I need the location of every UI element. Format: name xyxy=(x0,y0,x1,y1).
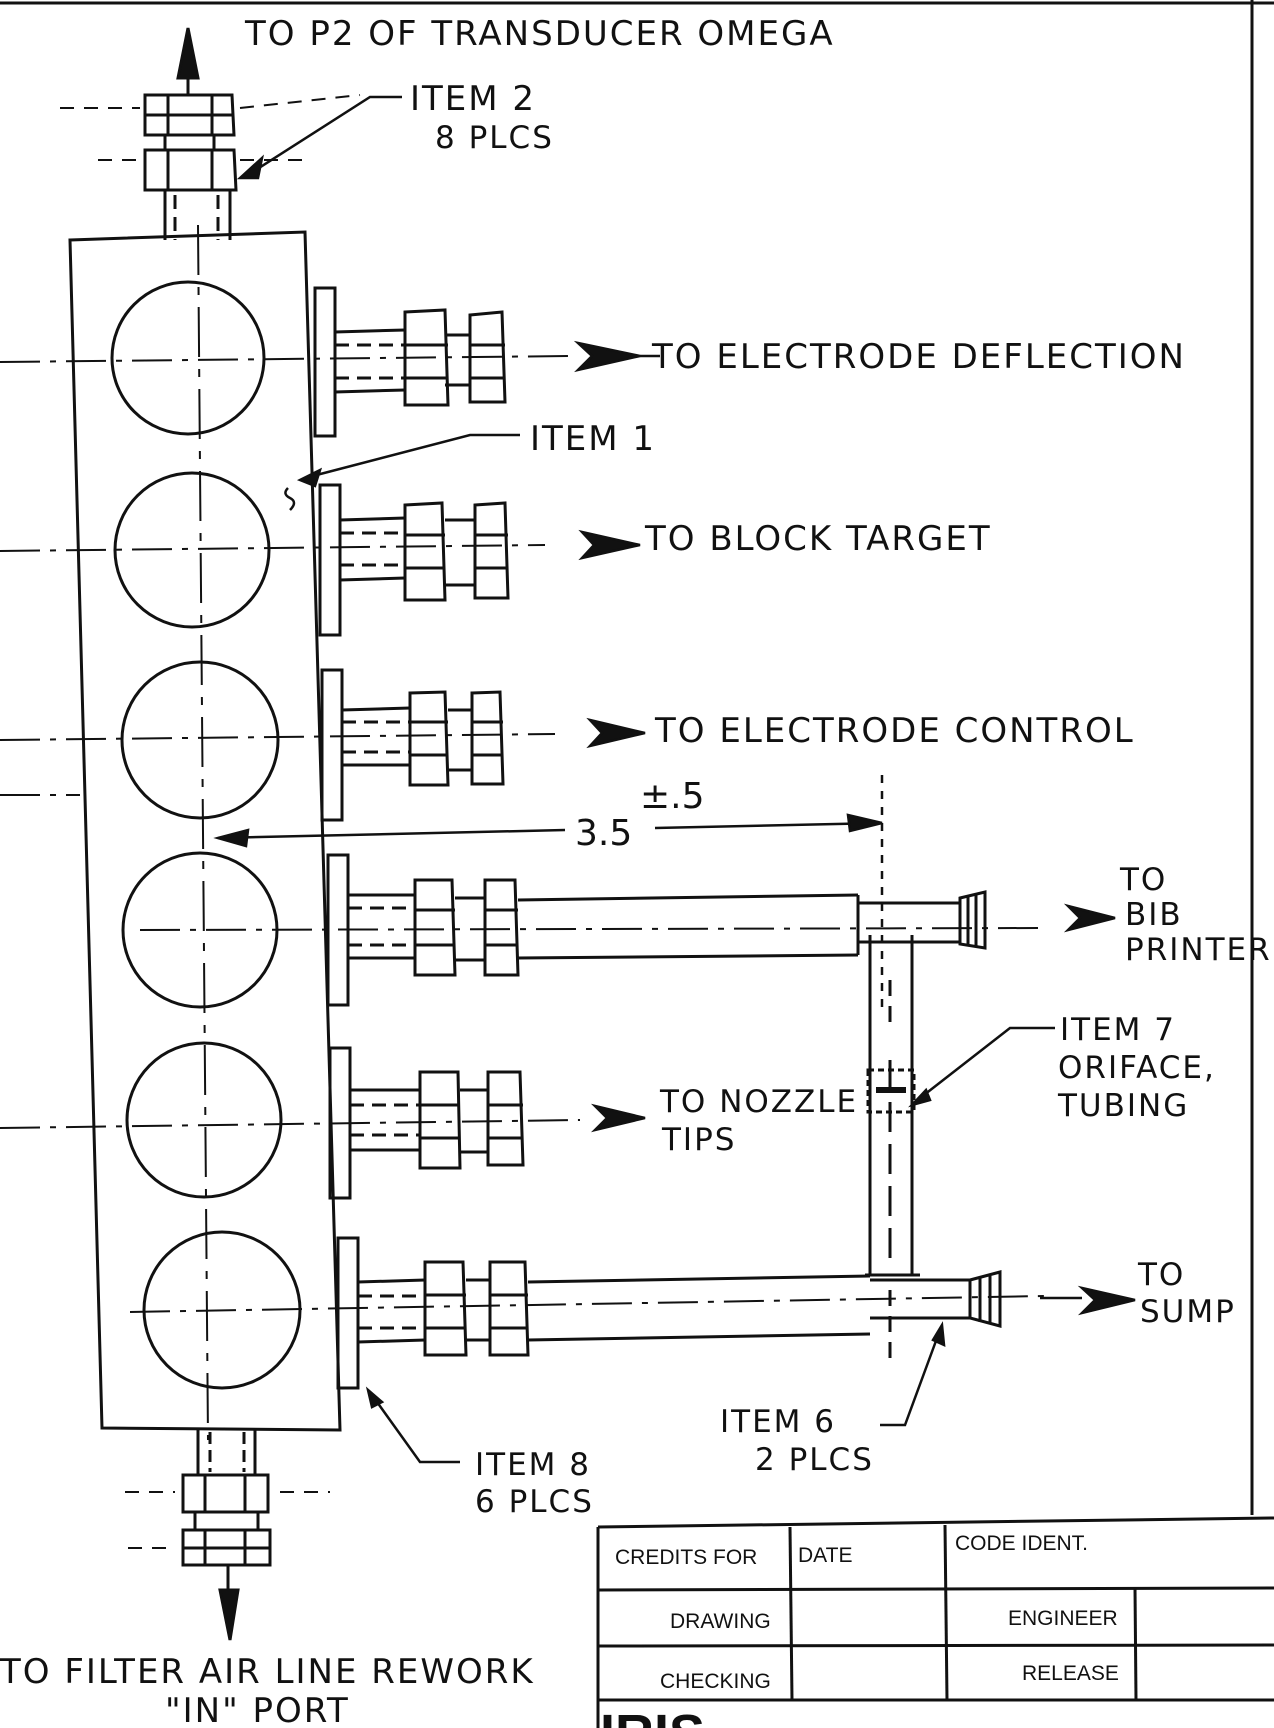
label-nozzle-line1: TO NOZZLE xyxy=(659,1084,858,1120)
port-circle-2 xyxy=(113,471,271,629)
dimension-tolerance: ±.5 xyxy=(640,776,705,817)
label-item7-line2: ORIFACE, xyxy=(1058,1050,1216,1086)
port-circle-5 xyxy=(125,1041,283,1199)
label-bib-line1: TO xyxy=(1119,862,1167,898)
port-circle-1 xyxy=(110,280,266,436)
tb-release: RELEASE xyxy=(1022,1662,1119,1685)
company-logo: IRIS xyxy=(600,1704,705,1728)
label-sump-line1: TO xyxy=(1137,1257,1185,1293)
label-item6-line1: ITEM 6 xyxy=(720,1404,836,1440)
flow-arrowheads xyxy=(573,340,1136,1316)
label-item6-line2: 2 PLCS xyxy=(755,1442,874,1478)
side-fittings xyxy=(313,286,871,1390)
tb-drawing: DRAWING xyxy=(670,1610,771,1633)
label-item8-line2: 6 PLCS xyxy=(475,1484,594,1520)
top-fitting xyxy=(143,27,238,240)
label-bib-line3: PRINTER xyxy=(1125,932,1272,968)
sheet-border xyxy=(0,0,1274,1515)
label-item2-line2: 8 PLCS xyxy=(435,120,554,156)
dimension-3-5 xyxy=(213,775,884,1010)
title-block: CREDITS FOR DATE CODE IDENT. DRAWING ENG… xyxy=(596,1516,1274,1728)
label-item7-line1: ITEM 7 xyxy=(1060,1012,1176,1048)
callout-leaders xyxy=(236,95,1055,1464)
port-circle-3 xyxy=(120,660,280,820)
tb-code-ident: CODE IDENT. xyxy=(955,1532,1088,1555)
label-bottom-port-line2: "IN" PORT xyxy=(165,1691,350,1728)
label-outlet-electrode-control: TO ELECTRODE CONTROL xyxy=(654,711,1135,751)
branch-piping xyxy=(856,890,1002,1360)
dimension-value: 3.5 xyxy=(575,813,632,854)
label-item7-line3: TUBING xyxy=(1057,1088,1189,1124)
tb-engineer: ENGINEER xyxy=(1008,1607,1118,1630)
tb-credits-for: CREDITS FOR xyxy=(615,1546,757,1569)
bottom-leader-lines xyxy=(125,1491,330,1549)
label-item8-line1: ITEM 8 xyxy=(475,1447,591,1483)
bottom-fitting xyxy=(181,1430,272,1641)
tb-checking: CHECKING xyxy=(660,1670,771,1693)
label-item2-line1: ITEM 2 xyxy=(410,79,536,119)
centerlines xyxy=(0,355,1046,1313)
label-nozzle-line2: TIPS xyxy=(661,1122,736,1158)
manifold-block xyxy=(68,224,342,1441)
label-outlet-block-target: TO BLOCK TARGET xyxy=(644,519,992,559)
label-bottom-port-line1: TO FILTER AIR LINE REWORK xyxy=(0,1652,535,1692)
label-item1: ITEM 1 xyxy=(530,419,656,459)
drawing-labels: TO P2 OF TRANSDUCER OMEGA ITEM 2 8 PLCS … xyxy=(0,14,1272,1728)
label-bib-line2: BIB xyxy=(1125,897,1183,933)
label-outlet-deflection: TO ELECTRODE DEFLECTION xyxy=(651,337,1186,377)
tb-date: DATE xyxy=(798,1544,852,1567)
label-top-port: TO P2 OF TRANSDUCER OMEGA xyxy=(244,14,835,54)
label-sump-line2: SUMP xyxy=(1140,1294,1236,1330)
